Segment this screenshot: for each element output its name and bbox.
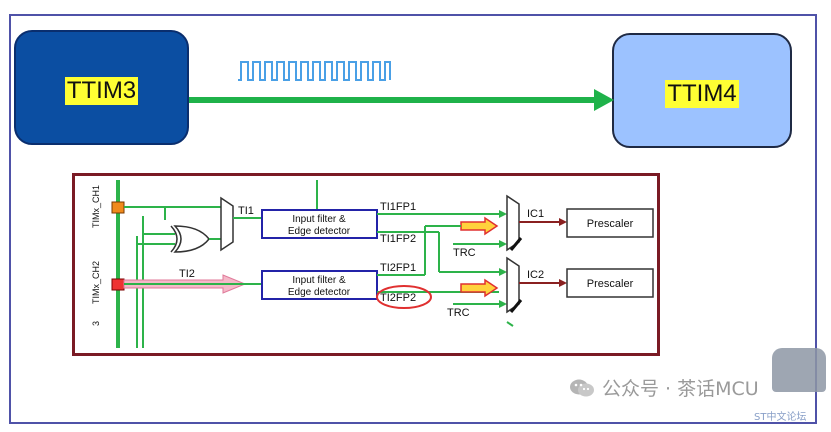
prescaler-1-label: Prescaler: [587, 218, 634, 230]
filter-1-line1: Input filter &: [292, 214, 346, 225]
prescaler-box-2: [566, 268, 654, 298]
ic1-label: IC1: [527, 208, 544, 220]
ic1-select-line: [509, 237, 523, 251]
ti1fp2-label: TI1FP2: [380, 233, 416, 245]
pin-pad-ch2: [111, 278, 125, 291]
square-wave-icon: [238, 61, 391, 81]
ic2-label: IC2: [527, 269, 544, 281]
site-badge-icon: [772, 348, 826, 392]
input-capture-diagram: TIMx_CH1 TIMx_CH2 3 TI1 Input filter & E…: [72, 173, 660, 356]
ti2fp2-label: TI2FP2: [380, 292, 416, 304]
ttim4-block: TTIM4: [612, 33, 792, 148]
ic1-arrowhead: [559, 218, 567, 226]
ttim3-block: TTIM3: [14, 30, 189, 145]
ti2fp2-highlight-ellipse: [376, 285, 432, 309]
ttim3-label: TTIM3: [64, 76, 139, 105]
prescaler-box-1: [566, 208, 654, 238]
slide-frame: [9, 14, 817, 424]
ttim4-label: TTIM4: [665, 79, 739, 108]
filter-1-line2: Edge detector: [288, 226, 351, 237]
ic2-select-line: [509, 299, 523, 313]
trc-label-2: TRC: [447, 307, 470, 319]
ti1-label: TI1: [238, 205, 254, 217]
ti2fp1-label: TI2FP1: [380, 262, 416, 274]
prescaler-2-label: Prescaler: [587, 278, 634, 290]
watermark-text: 公众号 · 茶话MCU: [602, 378, 759, 400]
xor-gate-icon: [173, 225, 210, 253]
watermark: 公众号 · 茶话MCU: [568, 374, 759, 401]
pin-label-3: 3: [91, 321, 101, 326]
ti1fp1-label: TI1FP1: [380, 201, 416, 213]
filter-box-2: [261, 270, 378, 300]
wechat-icon: [568, 377, 596, 399]
site-watermark-text: ST中文论坛: [754, 412, 807, 423]
xor-gate-back-curve: [170, 225, 178, 253]
trc1-arrowhead: [499, 240, 507, 248]
filter-box-1: [261, 209, 378, 239]
ti2-label: TI2: [179, 268, 195, 280]
highlight-arrow-2: [460, 278, 499, 298]
mux-3-hint: [506, 321, 514, 327]
top-connector: [189, 61, 614, 111]
pin-label-ch1: TIMx_CH1: [91, 185, 101, 228]
pin-pad-ch1: [111, 201, 125, 214]
pin-label-ch2: TIMx_CH2: [91, 261, 101, 304]
filter-2-line1: Input filter &: [292, 275, 346, 286]
filter-2-line2: Edge detector: [288, 287, 351, 298]
trigger-arrow-head: [594, 89, 614, 111]
highlight-arrow-1: [460, 216, 499, 236]
ti1fp1-arrowhead: [499, 210, 507, 218]
trc2-arrowhead: [499, 300, 507, 308]
input-mux-1: [220, 196, 234, 252]
ti1fp2-arrowhead: [499, 268, 507, 276]
trc-label-1: TRC: [453, 247, 476, 259]
ic2-arrowhead: [559, 279, 567, 287]
